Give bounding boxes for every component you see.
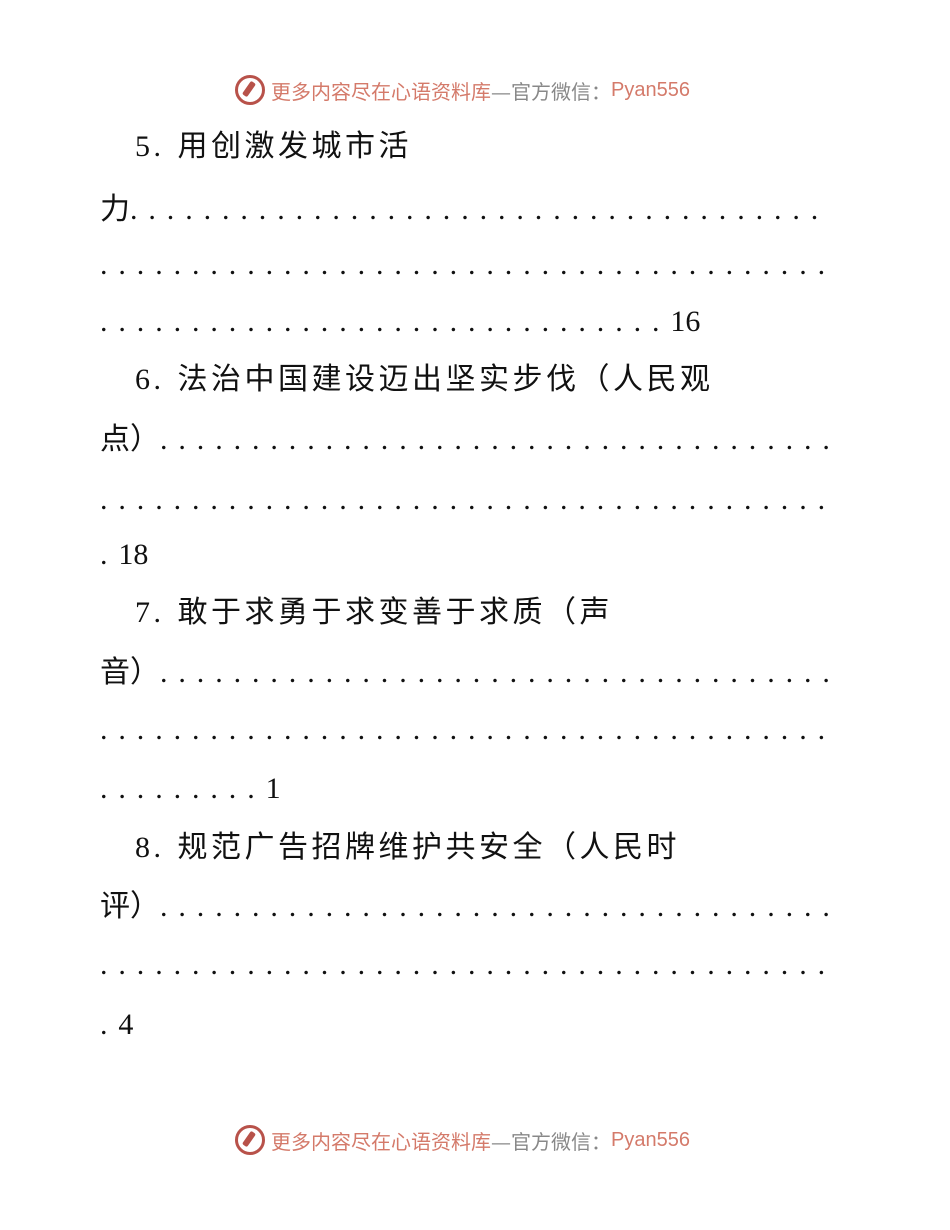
banner-main-text: 更多内容尽在心语资料库 bbox=[271, 1129, 491, 1154]
page-number: 16 bbox=[670, 305, 701, 338]
dot-leader: ........................................ bbox=[100, 483, 836, 516]
entry-title: 敢于求勇于求变善于求质（声 bbox=[177, 595, 614, 630]
banner-main-text: 更多内容尽在心语资料库 bbox=[271, 79, 491, 104]
entry-number: 6. bbox=[135, 363, 165, 396]
dot-leader: ......... bbox=[100, 772, 266, 805]
toc-leader-line: ........................................ bbox=[100, 945, 842, 985]
dot-leader: ........................................ bbox=[100, 948, 836, 981]
toc-leader-line: ...............................16 bbox=[100, 302, 842, 342]
toc-leader-line: 力...................................... bbox=[100, 190, 842, 230]
entry-title: 法治中国建设迈出坚实步伐（人民观 bbox=[177, 362, 714, 397]
toc-leader-line: .4 bbox=[100, 1005, 842, 1045]
dot-leader: . bbox=[100, 538, 119, 571]
toc-entry-title[interactable]: 7. 敢于求勇于求变善于求质（声 bbox=[135, 593, 877, 633]
toc-leader-line: 评）..................................... bbox=[100, 887, 842, 927]
toc-leader-line: 音）..................................... bbox=[100, 653, 842, 693]
entry-number: 5. bbox=[135, 130, 165, 163]
banner-dash-text: —官方微信： bbox=[491, 79, 611, 104]
toc-leader-line: ........................................ bbox=[100, 245, 842, 285]
entry-title: 用创激发城市活 bbox=[177, 129, 413, 164]
dot-leader: . bbox=[100, 1008, 119, 1041]
toc-entry-title[interactable]: 6. 法治中国建设迈出坚实步伐（人民观 bbox=[135, 360, 877, 400]
entry-number: 7. bbox=[135, 596, 165, 629]
pen-logo-icon bbox=[235, 75, 265, 105]
toc-leader-line: ........................................ bbox=[100, 710, 842, 750]
toc-leader-line: .18 bbox=[100, 535, 842, 575]
dot-leader: ........................................ bbox=[100, 248, 836, 281]
banner-wechat-id: Pyan556 bbox=[611, 78, 690, 101]
dot-leader: ...................................... bbox=[130, 193, 830, 226]
pen-logo-icon bbox=[235, 1125, 265, 1155]
title-continuation: 音） bbox=[100, 655, 160, 690]
title-continuation: 评） bbox=[100, 889, 160, 924]
banner-wechat-id: Pyan556 bbox=[611, 1128, 690, 1151]
page-number: 4 bbox=[118, 1008, 134, 1041]
dot-leader: ..................................... bbox=[160, 423, 841, 456]
dot-leader: ............................... bbox=[100, 305, 671, 338]
page-number: 1 bbox=[265, 772, 281, 805]
entry-title: 规范广告招牌维护共安全（人民时 bbox=[177, 830, 681, 865]
title-continuation: 点） bbox=[100, 422, 160, 457]
page-number: 18 bbox=[118, 538, 149, 571]
footer-banner: 更多内容尽在心语资料库 —官方微信： Pyan556 bbox=[235, 1122, 715, 1158]
toc-leader-line: 点）..................................... bbox=[100, 420, 842, 460]
toc-entry-title[interactable]: 5. 用创激发城市活 bbox=[135, 127, 877, 167]
dot-leader: ........................................ bbox=[100, 713, 836, 746]
toc-entry-title[interactable]: 8. 规范广告招牌维护共安全（人民时 bbox=[135, 828, 877, 868]
title-continuation: 力 bbox=[100, 192, 130, 227]
entry-number: 8. bbox=[135, 831, 165, 864]
toc-leader-line: .........1 bbox=[100, 769, 842, 809]
dot-leader: ..................................... bbox=[160, 656, 841, 689]
banner-dash-text: —官方微信： bbox=[491, 1129, 611, 1154]
header-banner: 更多内容尽在心语资料库 —官方微信： Pyan556 bbox=[235, 72, 715, 108]
toc-leader-line: ........................................ bbox=[100, 480, 842, 520]
dot-leader: ..................................... bbox=[160, 890, 841, 923]
